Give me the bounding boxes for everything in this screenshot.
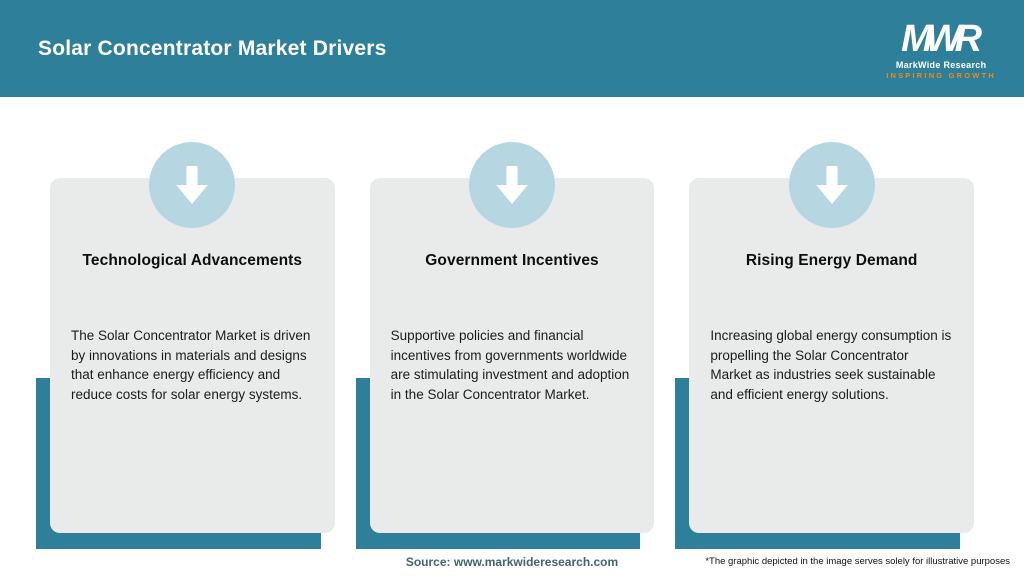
source-text: Source: www.markwideresearch.com: [405, 555, 619, 569]
down-arrow-icon: [149, 142, 236, 228]
driver-card-wrap: Government Incentives Supportive policie…: [355, 142, 655, 549]
logo-tagline: Inspiring Growth: [886, 70, 996, 80]
card-title: Government Incentives: [425, 252, 599, 269]
card-body: The Solar Concentrator Market is driven …: [71, 328, 311, 402]
card-title: Technological Advancements: [82, 252, 303, 269]
disclaimer-text: *The graphic depicted in the image serve…: [705, 556, 1010, 567]
logo-name: MarkWide Research: [895, 59, 987, 70]
markwide-logo: MWR MarkWide Research Inspiring Growth: [886, 20, 996, 80]
header: Solar Concentrator Market Drivers MWR Ma…: [0, 0, 1024, 97]
logo-acronym: MWR: [901, 17, 982, 60]
card-title: Rising Energy Demand: [745, 252, 918, 269]
driver-cards-section: Technological Advancements The Solar Con…: [36, 142, 975, 549]
driver-card-wrap: Technological Advancements The Solar Con…: [36, 142, 335, 549]
page-title: Solar Concentrator Market Drivers: [38, 36, 387, 60]
down-arrow-icon: [469, 142, 555, 228]
driver-card-technological-advancements: Technological Advancements The Solar Con…: [50, 142, 335, 533]
card-body: Increasing global energy consumption is …: [710, 328, 952, 402]
driver-card-government-incentives: Government Incentives Supportive policie…: [369, 142, 655, 533]
driver-card-wrap: Rising Energy Demand Increasing global e…: [675, 142, 975, 549]
card-body: Supportive policies and financial incent…: [390, 328, 630, 402]
down-arrow-icon: [788, 142, 875, 228]
driver-card-rising-energy-demand: Rising Energy Demand Increasing global e…: [689, 142, 975, 533]
